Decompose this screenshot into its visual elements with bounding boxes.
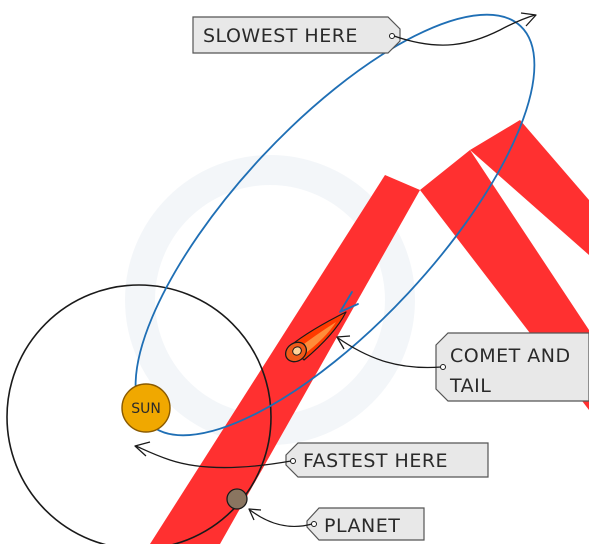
comet-arrowhead-icon <box>336 335 351 350</box>
label-fastest-text: FASTEST HERE <box>303 450 448 472</box>
planet <box>226 488 248 510</box>
label-fastest-here: FASTEST HERE <box>134 441 489 478</box>
label-comet-pin <box>440 364 446 370</box>
label-slowest-pin <box>389 33 395 39</box>
comet <box>284 311 347 363</box>
label-planet-box <box>306 507 425 541</box>
fastest-arrowhead-icon <box>134 441 151 457</box>
label-slowest-here: SLOWEST HERE <box>192 12 537 54</box>
planet-arrowhead-icon <box>248 508 262 521</box>
slowest-pointer <box>393 14 536 46</box>
slowest-arrowhead-icon <box>520 12 537 27</box>
sun-disc <box>121 383 171 433</box>
label-comet-text-line2: TAIL <box>449 375 491 397</box>
watermark <box>125 120 589 544</box>
label-planet-pin <box>311 521 317 527</box>
sun: SUN <box>121 383 171 433</box>
label-comet-box <box>435 332 589 402</box>
sun-label: SUN <box>131 401 161 417</box>
label-fastest-pin <box>290 458 296 464</box>
label-slowest-box <box>192 16 401 54</box>
label-planet-text: PLANET <box>324 515 400 537</box>
label-slowest-text: SLOWEST HERE <box>203 25 358 47</box>
watermark-stroke-1 <box>150 175 420 544</box>
label-fastest-box <box>285 442 489 478</box>
fastest-pointer <box>135 445 292 469</box>
planet-orbit <box>6 284 272 544</box>
planet-pointer <box>249 509 313 528</box>
label-comet-text-line1: COMET AND <box>450 345 571 367</box>
label-planet: PLANET <box>248 507 425 541</box>
watermark-stroke-3 <box>470 120 589 255</box>
orbit-direction-arrow-icon <box>339 291 359 313</box>
comet-head-highlight <box>292 346 302 356</box>
label-comet-and-tail: COMET AND TAIL <box>336 332 589 402</box>
comet-pointer <box>337 337 442 369</box>
